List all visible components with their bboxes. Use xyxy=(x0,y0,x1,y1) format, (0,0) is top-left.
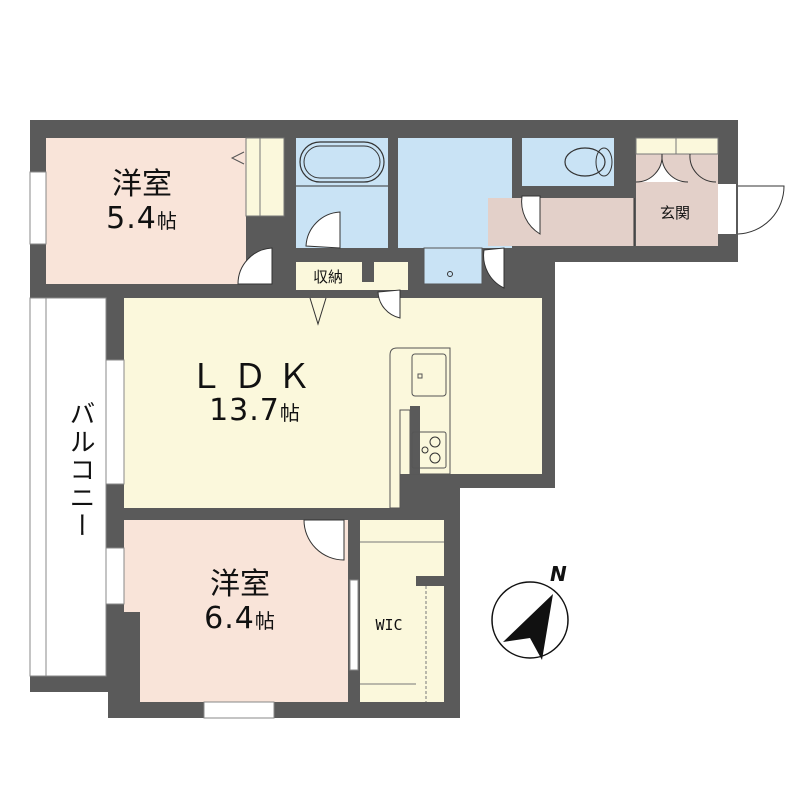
hallway xyxy=(488,198,634,246)
balcony-label: バルコニー xyxy=(65,400,95,540)
kitchen-counter xyxy=(389,347,451,509)
storage-label: 収納 xyxy=(312,268,343,286)
closet-1 xyxy=(245,137,285,217)
wic-label: WIC xyxy=(375,616,403,634)
room-size: 6.4帖 xyxy=(204,601,276,636)
toilet-room xyxy=(522,138,614,186)
western-room-1-area xyxy=(46,138,246,284)
room-name: 洋室 xyxy=(210,567,270,602)
western-room-2-label: 洋室 6.4帖 xyxy=(180,568,300,638)
entrance-area xyxy=(636,138,718,246)
room-size: 5.4帖 xyxy=(106,201,178,236)
doors xyxy=(237,195,541,561)
entrance-label: 玄関 xyxy=(659,204,690,222)
storage-area xyxy=(296,262,408,290)
balcony-area xyxy=(29,297,107,677)
ldk-label: ＬＤＫ 13.7帖 xyxy=(180,360,330,430)
compass-north-label: N xyxy=(550,562,567,586)
wic-area xyxy=(360,520,444,702)
room-name: 洋室 xyxy=(112,167,172,202)
western-room-1-label: 洋室 5.4帖 xyxy=(82,168,202,238)
room-size: 13.7帖 xyxy=(209,393,301,428)
compass-icon xyxy=(491,581,569,660)
western-room-2-area xyxy=(124,520,348,702)
windows xyxy=(29,171,359,719)
room-name: ＬＤＫ xyxy=(189,357,321,397)
